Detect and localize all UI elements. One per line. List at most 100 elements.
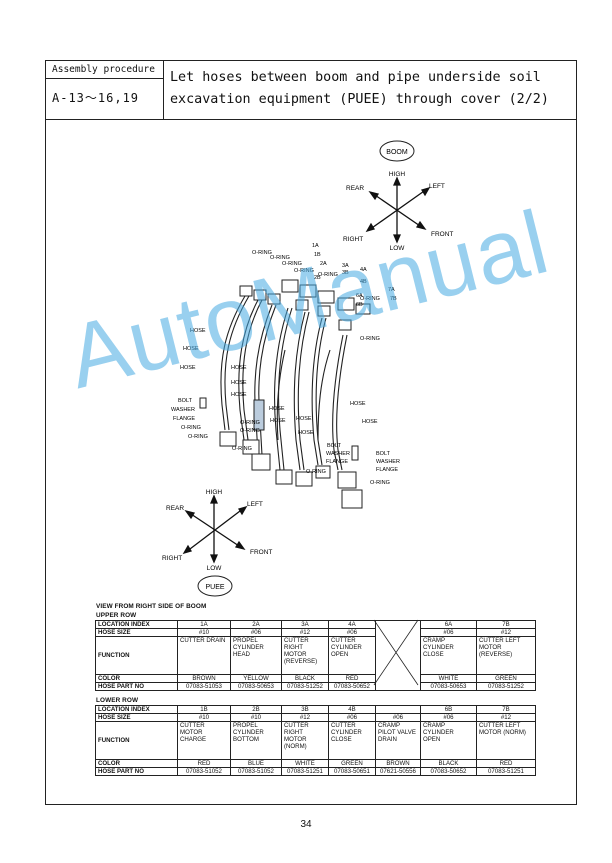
compass-top-left: LEFT	[429, 183, 445, 190]
cell-index: 1A	[177, 620, 231, 629]
cell-size: #12	[281, 713, 329, 722]
label-oring: O-RING	[370, 480, 390, 486]
cell-color: WHITE	[281, 759, 329, 768]
table-row: HOSE SIZE #10 #06 #12 #06 #06 #12	[95, 628, 536, 637]
label-hose: HOSE	[298, 430, 314, 436]
cell-color: RED	[476, 759, 536, 768]
cell-index: 7B	[476, 705, 536, 714]
cell-color: RED	[177, 759, 231, 768]
table-row: HOSE SIZE #10 #10 #12 #06 #06 #06 #12	[95, 713, 536, 722]
cell-index: 6B	[420, 705, 477, 714]
label-oring: O-RING	[360, 296, 380, 302]
cell-part: 07083-50653	[420, 682, 477, 691]
cell-index: 2A	[230, 620, 282, 629]
cell-size: #10	[177, 713, 231, 722]
cell-part: 07083-50652	[420, 767, 477, 776]
label-oring: O-RING	[232, 446, 252, 452]
cell-index: 1B	[177, 705, 231, 714]
procedure-code: A-13〜16,19	[52, 91, 140, 105]
compass-top-front: FRONT	[431, 231, 453, 238]
compass-bottom-left: LEFT	[247, 501, 263, 508]
compass-top-rear: REAR	[346, 185, 364, 192]
compass-top-right: RIGHT	[343, 236, 363, 243]
cell-size: #06	[328, 628, 376, 637]
cell-part: 07621-50556	[375, 767, 421, 776]
label-4a: 4A	[360, 267, 367, 273]
label-oring: O-RING	[181, 425, 201, 431]
table-row: LOCATION INDEX 1B 2B 3B 4B 6B 7B	[95, 705, 536, 714]
label-oring: O-RING	[282, 261, 302, 267]
header-divider	[46, 119, 576, 120]
label-4b: 4B	[360, 279, 367, 285]
compass-top-low: LOW	[390, 245, 406, 252]
cell-color: RED	[328, 674, 376, 683]
cell-index	[375, 705, 421, 714]
upper-row-table: LOCATION INDEX 1A 2A 3A 4A 6A 7B HOSE SI…	[95, 620, 536, 691]
row-head: COLOR	[95, 759, 178, 768]
label-hose: HOSE	[231, 365, 247, 371]
table-row: COLOR BROWN YELLOW BLACK RED WHITE GREEN	[95, 674, 536, 683]
cell-index: 6A	[420, 620, 477, 629]
cell-color: GREEN	[328, 759, 376, 768]
lower-row-title: LOWER ROW	[96, 697, 139, 704]
label-bolt: BOLT	[178, 398, 193, 404]
cell-size: #06	[375, 713, 421, 722]
cell-part: 07083-51252	[476, 682, 536, 691]
label-hose: HOSE	[350, 401, 366, 407]
view-caption: VIEW FROM RIGHT SIDE OF BOOM	[96, 603, 207, 610]
cell-part: 07083-51052	[177, 767, 231, 776]
label-oring: O-RING	[240, 428, 260, 434]
cell-index: 2B	[230, 705, 282, 714]
page-frame: Assembly procedure A-13〜16,19 Let hoses …	[45, 60, 577, 805]
row-head: HOSE SIZE	[95, 713, 178, 722]
label-bolt: BOLT	[376, 451, 391, 457]
upper-row-title: UPPER ROW	[96, 612, 137, 619]
label-6a: 6A	[356, 293, 363, 299]
label-oring: O-RING	[240, 420, 260, 426]
compass-bottom-low: LOW	[207, 565, 223, 572]
row-head: FUNCTION	[95, 721, 178, 760]
compass-bottom	[182, 494, 248, 564]
cell-size: #12	[281, 628, 329, 637]
label-1b: 1B	[314, 252, 321, 258]
label-7b: 7B	[390, 296, 397, 302]
row-head: HOSE PART NO	[95, 682, 178, 691]
label-oring: O-RING	[252, 250, 272, 256]
cell-color: BLACK	[281, 674, 329, 683]
cell-empty	[375, 620, 421, 691]
cell-size: #12	[476, 713, 536, 722]
label-3a: 3A	[342, 263, 349, 269]
cell-color: BROWN	[375, 759, 421, 768]
compass-top-high: HIGH	[389, 171, 406, 178]
cell-size: #10	[177, 628, 231, 637]
procedure-label: Assembly procedure	[46, 61, 163, 79]
label-hose: HOSE	[180, 365, 196, 371]
cell-function: CUTTER DRAIN	[177, 636, 231, 675]
compass-bottom-rear: REAR	[166, 505, 184, 512]
cell-color: GREEN	[476, 674, 536, 683]
table-row: COLOR RED BLUE WHITE GREEN BROWN BLACK R…	[95, 759, 536, 768]
cell-size: #06	[230, 628, 282, 637]
compass-bottom-high: HIGH	[206, 489, 223, 496]
label-flange: FLANGE	[326, 459, 348, 465]
upper-fittings	[239, 279, 371, 331]
procedure-box: Assembly procedure A-13〜16,19	[46, 61, 164, 119]
hose-lines	[220, 295, 348, 471]
label-oring: O-RING	[306, 469, 326, 475]
title-line-2: excavation equipment (PUEE) through cove…	[170, 92, 549, 107]
cell-color: WHITE	[420, 674, 477, 683]
cell-color: BLUE	[230, 759, 282, 768]
label-7a: 7A	[388, 287, 395, 293]
label-1a: 1A	[312, 243, 319, 249]
compass-top	[365, 176, 431, 244]
cell-part: 07083-50653	[230, 682, 282, 691]
